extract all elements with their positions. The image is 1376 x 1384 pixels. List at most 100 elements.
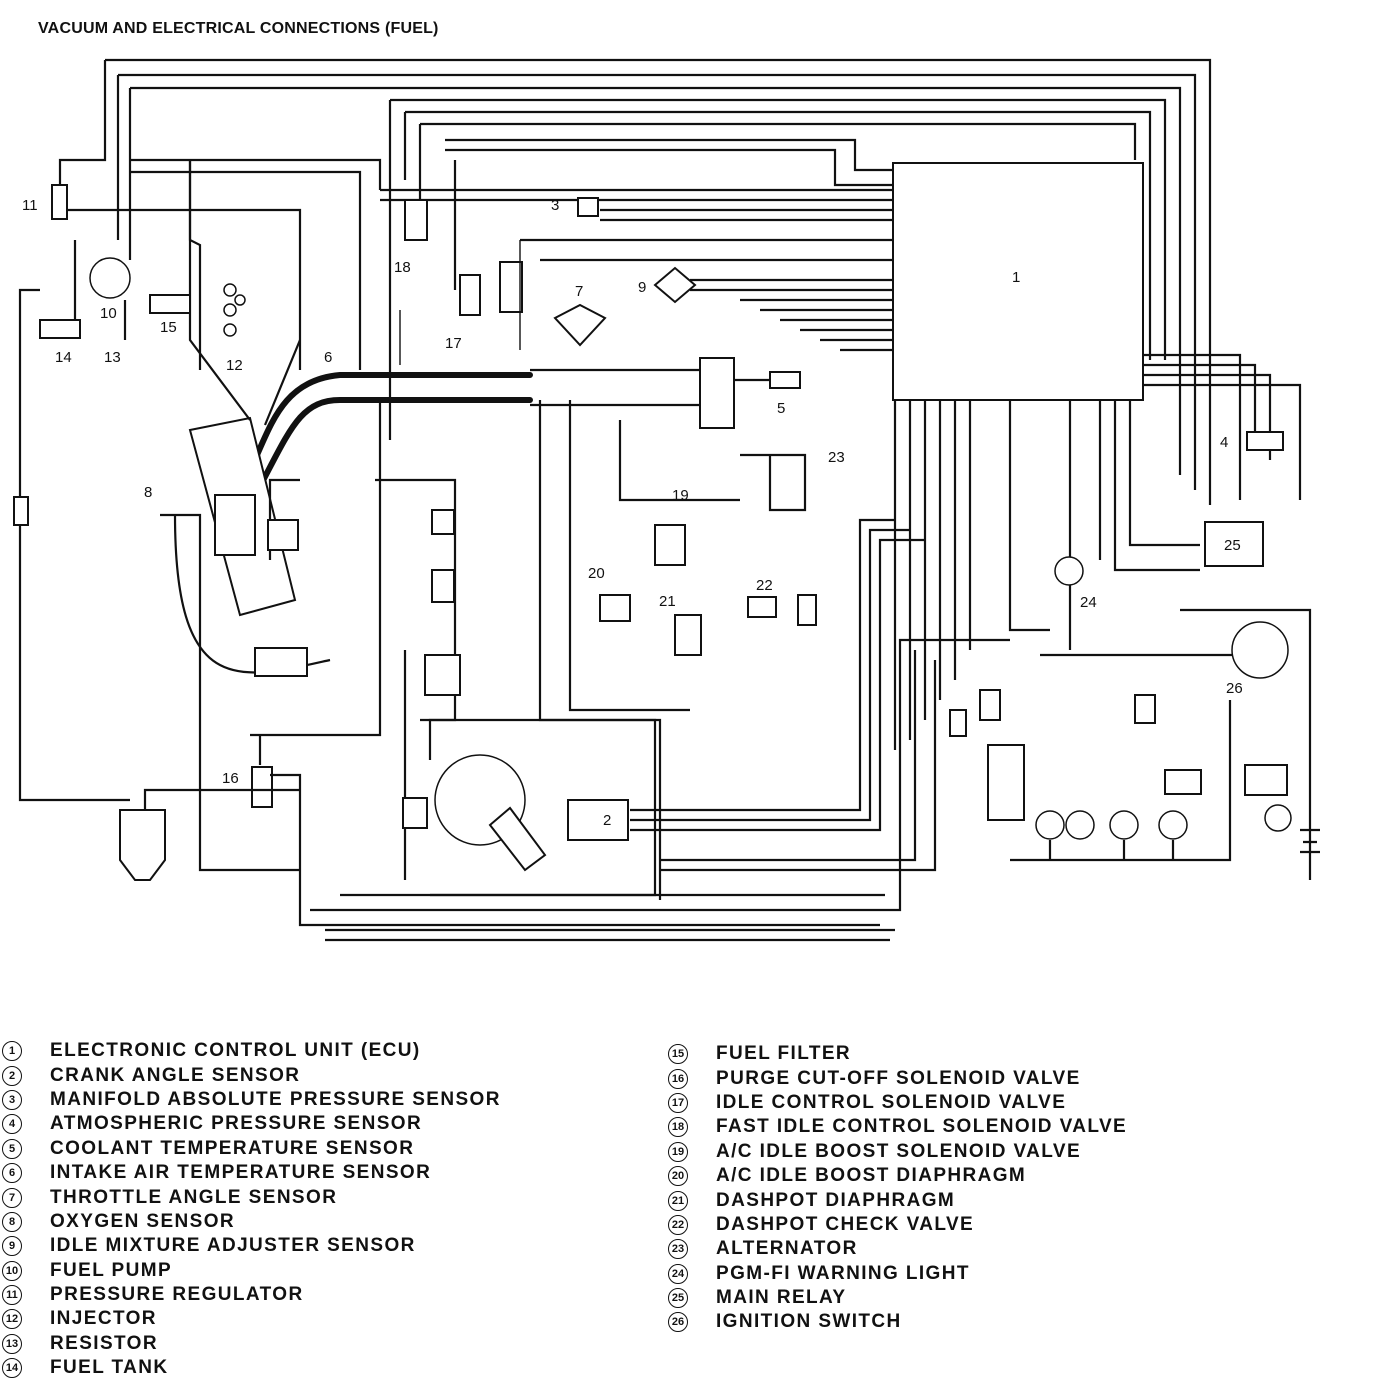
svg-text:16: 16 xyxy=(222,770,239,787)
callout-number: 15 xyxy=(668,1044,688,1065)
svg-text:19: 19 xyxy=(672,487,689,504)
legend-label: MANIFOLD ABSOLUTE PRESSURE SENSOR xyxy=(50,1088,501,1110)
harness-bottom xyxy=(310,518,1010,942)
callout-number: 10 xyxy=(2,1260,22,1281)
svg-text:21: 21 xyxy=(659,593,676,610)
svg-text:8: 8 xyxy=(144,484,152,501)
callout-number: 19 xyxy=(668,1141,688,1162)
legend-label: INJECTOR xyxy=(50,1308,157,1330)
engine: 12 xyxy=(188,160,302,617)
svg-text:14: 14 xyxy=(55,349,72,366)
svg-text:17: 17 xyxy=(445,335,462,352)
svg-text:7: 7 xyxy=(575,283,583,300)
callout-number: 9 xyxy=(2,1236,22,1257)
svg-text:20: 20 xyxy=(588,565,605,582)
svg-text:22: 22 xyxy=(756,577,773,594)
legend-item: 25 MAIN RELAY xyxy=(668,1286,1127,1310)
fuel-system-left: 11 10 14 13 15 8 xyxy=(13,184,331,881)
callout-number: 8 xyxy=(2,1211,22,1232)
legend-label: ALTERNATOR xyxy=(716,1238,858,1260)
legend-label: ELECTRONIC CONTROL UNIT (ECU) xyxy=(50,1040,421,1062)
svg-text:2: 2 xyxy=(603,812,611,829)
callout-number: 4 xyxy=(2,1114,22,1135)
legend-label: ATMOSPHERIC PRESSURE SENSOR xyxy=(50,1113,423,1135)
legend-label: PGM-FI WARNING LIGHT xyxy=(716,1262,970,1284)
schematic-diagram: 1 12 11 xyxy=(13,58,1320,942)
svg-text:9: 9 xyxy=(638,279,646,296)
legend-item: 13 RESISTOR xyxy=(2,1332,501,1356)
legend-item: 5 COOLANT TEMPERATURE SENSOR xyxy=(2,1137,501,1161)
legend-label: DASHPOT DIAPHRAGM xyxy=(716,1189,956,1211)
svg-text:5: 5 xyxy=(777,400,785,417)
legend-label: INTAKE AIR TEMPERATURE SENSOR xyxy=(50,1162,432,1184)
legend-label: A/C IDLE BOOST DIAPHRAGM xyxy=(716,1165,1027,1187)
legend-label: IDLE CONTROL SOLENOID VALVE xyxy=(716,1091,1067,1113)
svg-text:18: 18 xyxy=(394,259,411,276)
svg-text:12: 12 xyxy=(226,357,243,374)
harness-center: 2 xyxy=(250,400,657,897)
svg-text:6: 6 xyxy=(324,349,332,366)
callout-number: 22 xyxy=(668,1214,688,1235)
callout-number: 14 xyxy=(2,1358,22,1379)
legend-item: 15 FUEL FILTER xyxy=(668,1042,1127,1066)
legend-item: 16 PURGE CUT-OFF SOLENOID VALVE xyxy=(668,1066,1127,1090)
legend-label: MAIN RELAY xyxy=(716,1287,847,1309)
legend-item: 22 DASHPOT CHECK VALVE xyxy=(668,1213,1127,1237)
right-electrical: 4 25 24 26 xyxy=(949,431,1320,880)
svg-text:3: 3 xyxy=(551,197,559,214)
legend-label: CRANK ANGLE SENSOR xyxy=(50,1064,301,1086)
callout-number: 3 xyxy=(2,1089,22,1110)
callout-number: 11 xyxy=(2,1285,22,1306)
callout-number: 7 xyxy=(2,1187,22,1208)
legend-item: 10 FUEL PUMP xyxy=(2,1259,501,1283)
legend-label: DASHPOT CHECK VALVE xyxy=(716,1213,975,1235)
legend-item: 12 INJECTOR xyxy=(2,1307,501,1331)
svg-text:15: 15 xyxy=(160,319,177,336)
legend-label: OXYGEN SENSOR xyxy=(50,1210,236,1232)
legend-label: PURGE CUT-OFF SOLENOID VALVE xyxy=(716,1067,1081,1089)
callout-number: 13 xyxy=(2,1333,22,1354)
callout-number: 5 xyxy=(2,1138,22,1159)
legend-label: RESISTOR xyxy=(50,1332,158,1354)
callout-number: 1 xyxy=(2,1041,22,1062)
svg-text:1: 1 xyxy=(1012,269,1020,286)
svg-text:13: 13 xyxy=(104,349,121,366)
legend-item: 8 OXYGEN SENSOR xyxy=(2,1210,501,1234)
svg-text:23: 23 xyxy=(828,449,845,466)
purge-solenoid: 16 xyxy=(143,735,880,927)
legend-item: 20 A/C IDLE BOOST DIAPHRAGM xyxy=(668,1164,1127,1188)
callout-number: 23 xyxy=(668,1239,688,1260)
callout-number: 24 xyxy=(668,1263,688,1284)
legend-item: 4 ATMOSPHERIC PRESSURE SENSOR xyxy=(2,1112,501,1136)
callout-number: 20 xyxy=(668,1166,688,1187)
intake-hoses xyxy=(247,357,801,493)
center-components: 18 17 6 3 7 9 5 19 20 21 22 23 xyxy=(324,197,845,900)
svg-text:10: 10 xyxy=(100,305,117,322)
callout-number: 25 xyxy=(668,1288,688,1309)
svg-text:24: 24 xyxy=(1080,594,1097,611)
callout-number: 18 xyxy=(668,1117,688,1138)
legend-right: 15 FUEL FILTER 16 PURGE CUT-OFF SOLENOID V… xyxy=(668,1042,1127,1335)
svg-text:4: 4 xyxy=(1220,434,1228,451)
legend-label: COOLANT TEMPERATURE SENSOR xyxy=(50,1137,415,1159)
legend-label: FUEL FILTER xyxy=(716,1043,852,1065)
callout-number: 17 xyxy=(668,1092,688,1113)
legend-item: 14 FUEL TANK xyxy=(2,1356,501,1380)
legend-label: FUEL PUMP xyxy=(50,1259,173,1281)
legend-item: 3 MANIFOLD ABSOLUTE PRESSURE SENSOR xyxy=(2,1088,501,1112)
harness-top xyxy=(58,58,1212,505)
callout-number: 16 xyxy=(668,1068,688,1089)
callout-number: 12 xyxy=(2,1309,22,1330)
legend-item: 23 ALTERNATOR xyxy=(668,1237,1127,1261)
legend-label: IGNITION SWITCH xyxy=(716,1311,902,1333)
legend-label: FUEL TANK xyxy=(50,1357,169,1379)
